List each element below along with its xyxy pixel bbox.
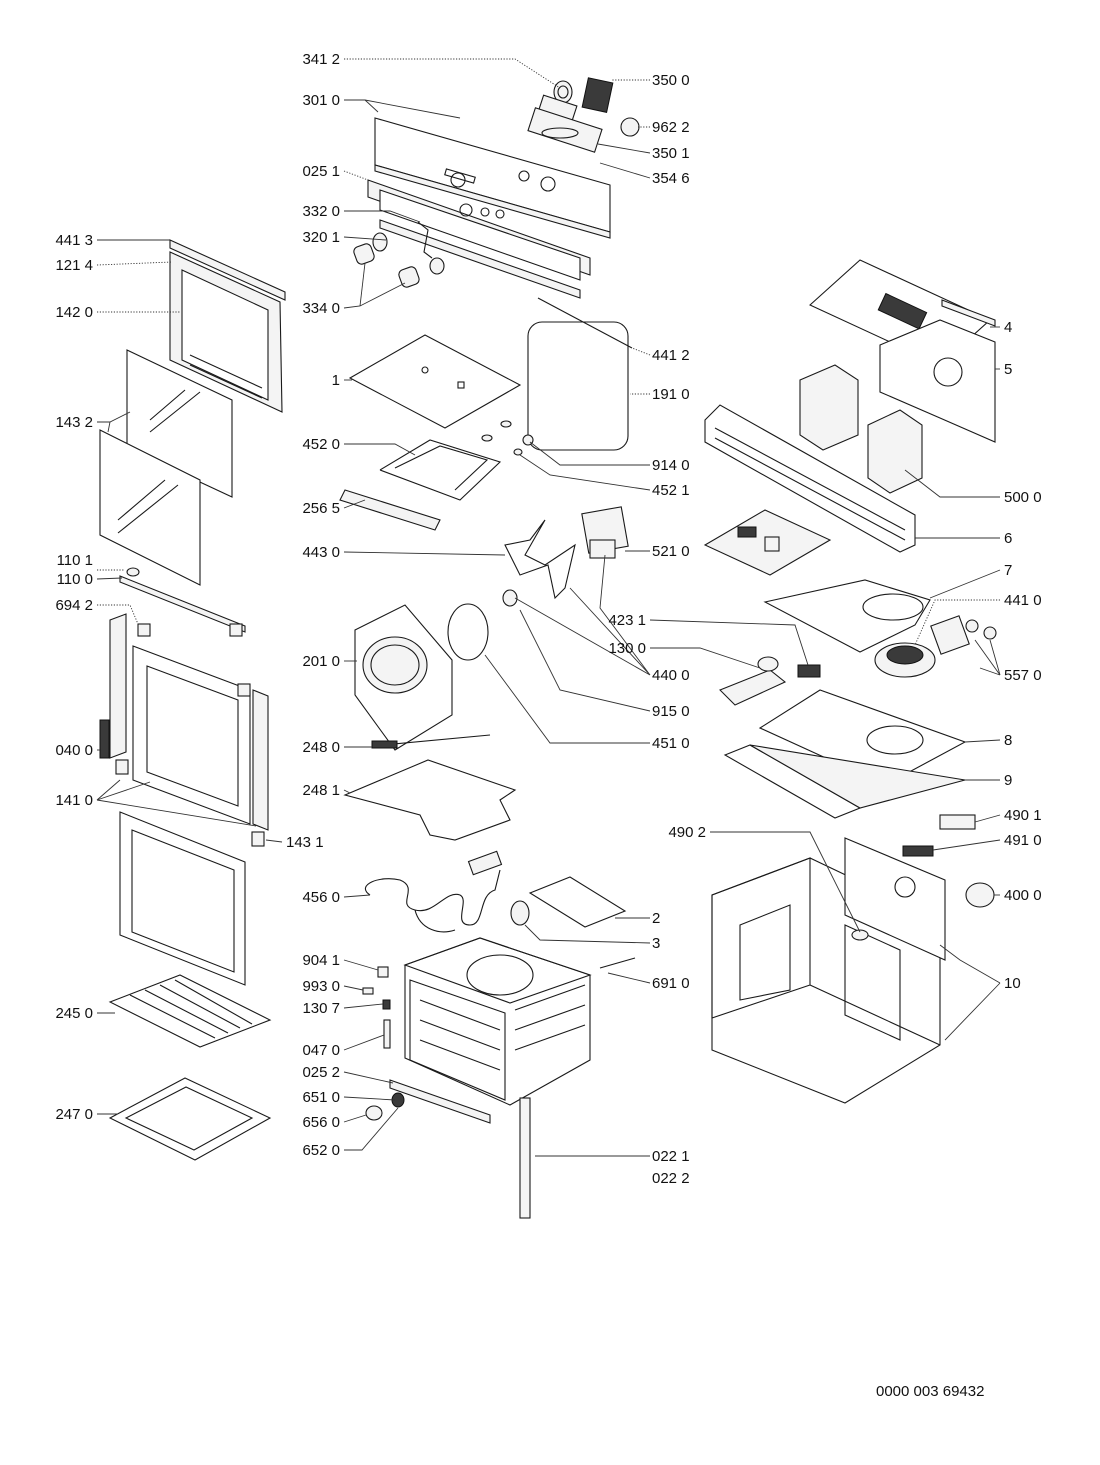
callout-354-6: 354 6 bbox=[652, 170, 690, 187]
callout-025-2: 025 2 bbox=[302, 1064, 340, 1081]
callout-441-0: 441 0 bbox=[1004, 592, 1042, 609]
callout-456-0: 456 0 bbox=[302, 889, 340, 906]
callout-248-1: 248 1 bbox=[302, 782, 340, 799]
callout-025-1: 025 1 bbox=[302, 163, 340, 180]
callout-441-3: 441 3 bbox=[55, 232, 93, 249]
callout-121-4: 121 4 bbox=[55, 257, 93, 274]
leader-lines bbox=[96, 58, 1001, 1157]
callout-500-0: 500 0 bbox=[1004, 489, 1042, 506]
callout-1: 1 bbox=[332, 372, 340, 389]
chassis-assembly bbox=[703, 259, 997, 1104]
callout-652-0: 652 0 bbox=[302, 1142, 340, 1159]
callout-334-0: 334 0 bbox=[302, 300, 340, 317]
callout-491-0: 491 0 bbox=[1004, 832, 1042, 849]
callout-651-0: 651 0 bbox=[302, 1089, 340, 1106]
callout-521-0: 521 0 bbox=[652, 543, 690, 560]
callout-490-2: 490 2 bbox=[668, 824, 706, 841]
callout-248-0: 248 0 bbox=[302, 739, 340, 756]
callout-350-1: 350 1 bbox=[652, 145, 690, 162]
callout-400-0: 400 0 bbox=[1004, 887, 1042, 904]
callout-5: 5 bbox=[1004, 361, 1012, 378]
callout-440-0: 440 0 bbox=[652, 667, 690, 684]
callout-904-1: 904 1 bbox=[302, 952, 340, 969]
callout-6: 6 bbox=[1004, 530, 1012, 547]
callout-691-0: 691 0 bbox=[652, 975, 690, 992]
door-assembly bbox=[99, 239, 286, 1161]
callout-301-0: 301 0 bbox=[302, 92, 340, 109]
part-drawings bbox=[99, 77, 997, 1219]
drawing-number: 0000 003 69432 bbox=[876, 1383, 984, 1400]
callout-332-0: 332 0 bbox=[302, 203, 340, 220]
callout-141-0: 141 0 bbox=[55, 792, 93, 809]
callout-labels: 341 2 301 0 025 1 332 0 320 1 334 0 350 … bbox=[55, 51, 1041, 1400]
callout-130-7: 130 7 bbox=[302, 1000, 340, 1017]
callout-443-0: 443 0 bbox=[302, 544, 340, 561]
callout-130-0: 130 0 bbox=[608, 640, 646, 657]
callout-201-0: 201 0 bbox=[302, 653, 340, 670]
callout-040-0: 040 0 bbox=[55, 742, 93, 759]
callout-191-0: 191 0 bbox=[652, 386, 690, 403]
callout-143-1: 143 1 bbox=[286, 834, 324, 851]
callout-047-0: 047 0 bbox=[302, 1042, 340, 1059]
callout-694-2: 694 2 bbox=[55, 597, 93, 614]
callout-423-1: 423 1 bbox=[608, 612, 646, 629]
callout-8: 8 bbox=[1004, 732, 1012, 749]
callout-452-1: 452 1 bbox=[652, 482, 690, 499]
callout-022-1: 022 1 bbox=[652, 1148, 690, 1165]
callout-2: 2 bbox=[652, 910, 660, 927]
callout-143-2: 143 2 bbox=[55, 414, 93, 431]
callout-022-2: 022 2 bbox=[652, 1170, 690, 1187]
callout-4: 4 bbox=[1004, 319, 1012, 336]
callout-245-0: 245 0 bbox=[55, 1005, 93, 1022]
callout-110-0: 110 0 bbox=[57, 571, 93, 588]
callout-110-1: 110 1 bbox=[57, 552, 93, 569]
callout-441-2: 441 2 bbox=[652, 347, 690, 364]
callout-557-0: 557 0 bbox=[1004, 667, 1042, 684]
callout-490-1: 490 1 bbox=[1004, 807, 1042, 824]
callout-10: 10 bbox=[1004, 975, 1021, 992]
callout-452-0: 452 0 bbox=[302, 436, 340, 453]
callout-7: 7 bbox=[1004, 562, 1012, 579]
callout-962-2: 962 2 bbox=[652, 119, 690, 136]
callout-3: 3 bbox=[652, 935, 660, 952]
callout-247-0: 247 0 bbox=[55, 1106, 93, 1123]
callout-9: 9 bbox=[1004, 772, 1012, 789]
callout-914-0: 914 0 bbox=[652, 457, 690, 474]
callout-451-0: 451 0 bbox=[652, 735, 690, 752]
cavity-assembly bbox=[339, 297, 636, 1219]
callout-341-2: 341 2 bbox=[302, 51, 340, 68]
callout-915-0: 915 0 bbox=[652, 703, 690, 720]
callout-142-0: 142 0 bbox=[55, 304, 93, 321]
callout-993-0: 993 0 bbox=[302, 978, 340, 995]
callout-656-0: 656 0 bbox=[302, 1114, 340, 1131]
callout-256-5: 256 5 bbox=[302, 500, 340, 517]
callout-320-1: 320 1 bbox=[302, 229, 340, 246]
callout-350-0: 350 0 bbox=[652, 72, 690, 89]
control-panel-assembly bbox=[353, 77, 640, 299]
